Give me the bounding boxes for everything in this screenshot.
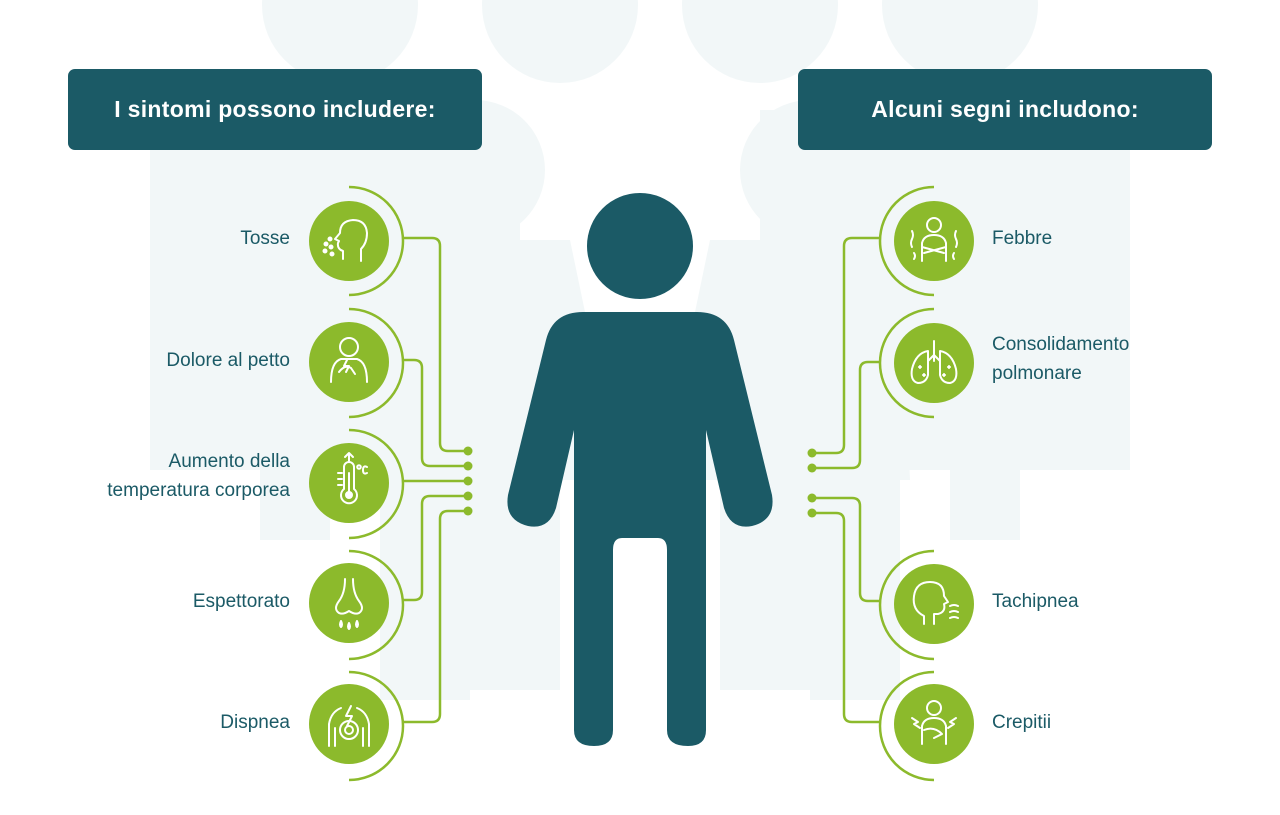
crackles-person-icon: [894, 684, 974, 764]
signs-header-text: Alcuni segni includono:: [871, 96, 1139, 122]
symptoms-header: I sintomi possono includere:: [68, 69, 482, 150]
lungs-icon: [894, 323, 974, 403]
signs-header: Alcuni segni includono:: [798, 69, 1212, 150]
shivering-person-icon: [894, 201, 974, 281]
symptom-label-dolore-al-petto: Dolore al petto: [166, 350, 290, 371]
dyspnea-chest-icon: [309, 684, 389, 764]
chest-pain-icon: [309, 322, 389, 402]
sign-label-crepitii: Crepitii: [992, 712, 1052, 733]
symptom-label-tosse: Tosse: [240, 228, 290, 249]
cough-icon: [309, 201, 389, 281]
symptom-label-dispnea: Dispnea: [220, 712, 290, 733]
thermometer-icon: [309, 443, 389, 523]
symptom-label-temperatura: Aumento della temperatura corporea: [107, 451, 290, 501]
symptoms-header-text: I sintomi possono includere:: [114, 96, 436, 122]
rapid-breathing-icon: [894, 564, 974, 644]
symptom-label-espettorato: Espettorato: [192, 591, 290, 612]
sign-label-febbre: Febbre: [992, 228, 1053, 249]
sign-label-consolidamento: Consolidamento polmonare: [992, 334, 1130, 384]
sputum-nose-icon: [309, 563, 389, 643]
sign-label-tachipnea: Tachipnea: [992, 591, 1079, 612]
